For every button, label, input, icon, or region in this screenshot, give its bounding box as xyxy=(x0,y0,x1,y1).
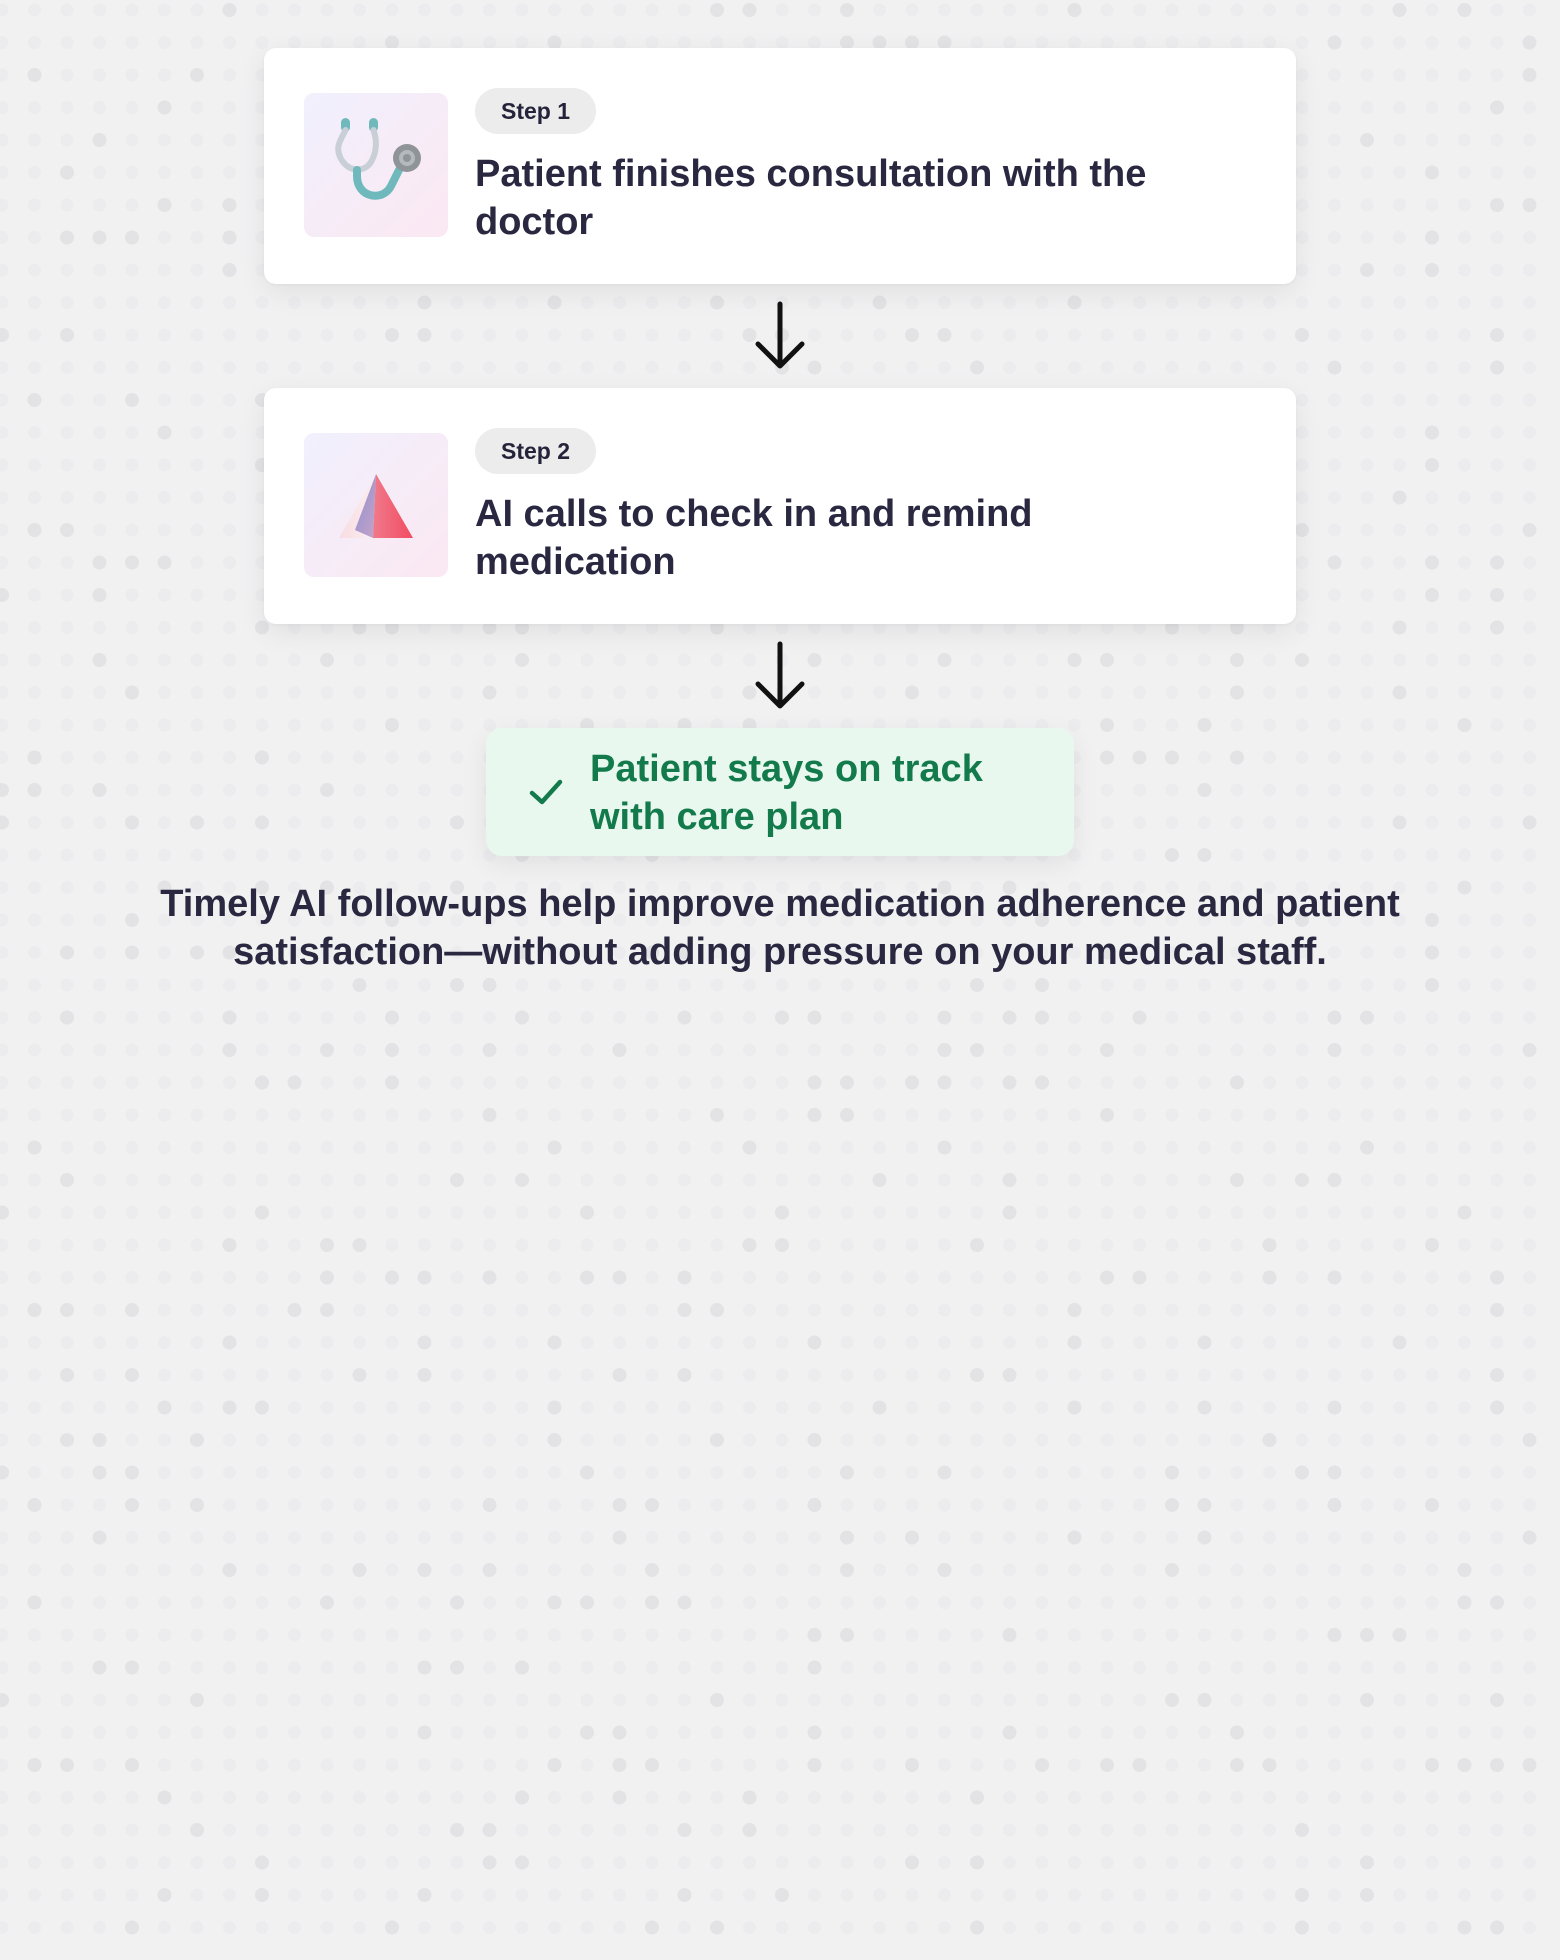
summary-text: Timely AI follow-ups help improve medica… xyxy=(160,883,1400,973)
step-1-badge: Step 1 xyxy=(475,88,597,134)
step-1-icon-tile xyxy=(304,93,448,237)
step-1-title: Patient finishes consultation with the d… xyxy=(475,153,1147,243)
step-2-title: AI calls to check in and remind medicati… xyxy=(475,493,1033,583)
down-arrow-icon xyxy=(755,301,805,369)
stethoscope-icon xyxy=(335,118,421,200)
step-card-1: Step 1 Patient finishes consultation wit… xyxy=(264,48,1296,284)
outcome-badge: Patient stays on track with care plan xyxy=(486,728,1074,856)
down-arrow-icon xyxy=(755,641,805,709)
outcome-text: Patient stays on track with care plan xyxy=(590,748,983,838)
step-2-icon-tile xyxy=(304,433,448,577)
step-card-2: Step 2 AI calls to check in and remind m… xyxy=(264,388,1296,624)
checkmark-icon xyxy=(529,779,563,805)
step-2-badge: Step 2 xyxy=(475,428,597,474)
gradient-triangle-logo-icon xyxy=(339,474,413,538)
